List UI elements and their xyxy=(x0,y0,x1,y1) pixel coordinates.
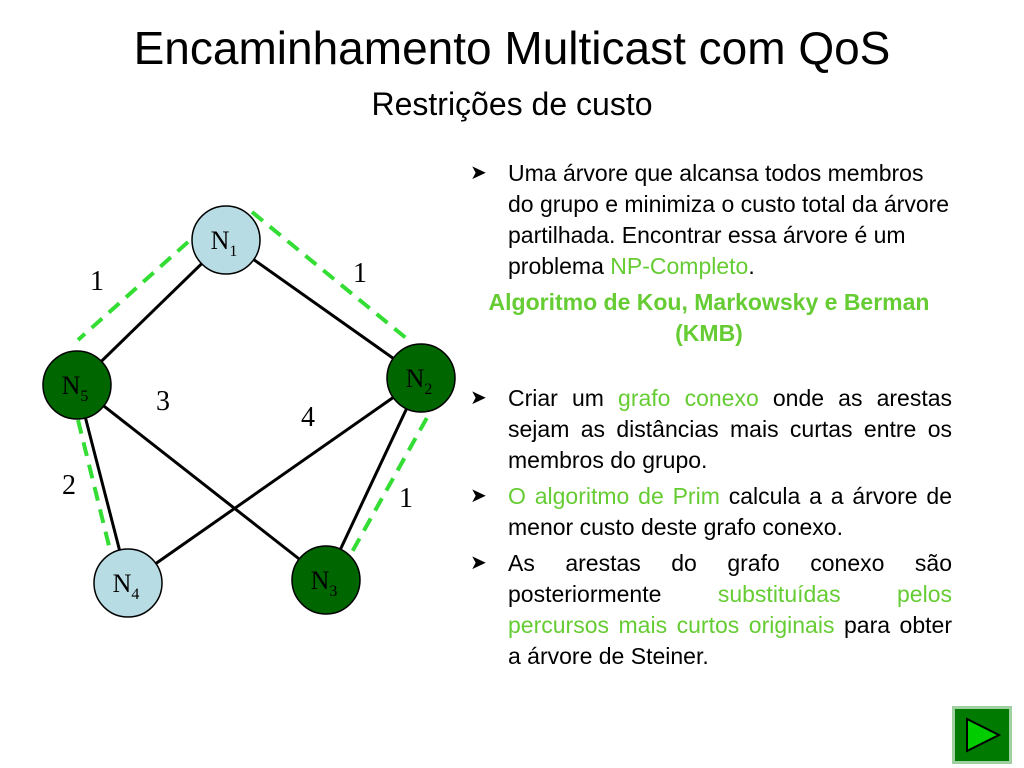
arrow-bullet-icon: ➤ xyxy=(470,552,487,574)
edge-weight-n4-n2: 4 xyxy=(301,402,315,433)
prim-text: O algoritmo de Prim xyxy=(508,483,720,509)
edge-n2-n3 xyxy=(324,377,423,581)
edge-weight-n1-n2: 1 xyxy=(353,258,367,289)
node-n5: N5 xyxy=(42,350,112,420)
bullet-text: . xyxy=(748,253,755,279)
slide-subtitle: Restrições de custo xyxy=(371,86,653,122)
arrow-bullet-icon: ➤ xyxy=(470,387,487,409)
edge-n1-n2 xyxy=(225,238,422,380)
edge-weight-n5-n3: 3 xyxy=(156,386,170,417)
next-slide-button[interactable] xyxy=(952,706,1012,764)
highlight-path-n5-n4 xyxy=(76,419,112,551)
node-n4: N4 xyxy=(93,548,163,618)
algorithm-heading: Algoritmo de Kou, Markowsky e Berman (KM… xyxy=(488,289,930,346)
edge-weight-n5-n4: 2 xyxy=(62,470,76,501)
bullet-text: calcula a a árvore de menor custo deste … xyxy=(508,483,952,540)
highlight-path-n1-n2 xyxy=(250,210,408,340)
np-completo-text: NP-Completo xyxy=(610,253,749,279)
node-label: N5 xyxy=(62,371,89,405)
slide-title: Encaminhamento Multicast com QoS xyxy=(133,22,891,74)
play-triangle-icon xyxy=(966,717,1001,753)
bullet-prim: ➤ O algoritmo de Prim calcula a a árvore… xyxy=(466,481,952,543)
highlight-path-n2-n3 xyxy=(350,397,440,553)
bullet-grafo-conexo: ➤ Criar um grafo conexo onde as arestas … xyxy=(466,383,952,476)
highlight-path-n1-n5 xyxy=(76,240,190,342)
edge-n5-n3 xyxy=(76,383,327,582)
edge-weight-n1-n5: 1 xyxy=(90,266,104,297)
node-n1: N1 xyxy=(191,205,261,275)
node-n3: N3 xyxy=(291,545,361,615)
substituidas-text: substituídas pelos percursos mais curtos… xyxy=(508,581,952,638)
bullet-kmb-intro: ➤ Uma árvore que alcansa todos membros d… xyxy=(466,158,952,282)
arrow-bullet-icon: ➤ xyxy=(470,485,487,507)
bullet-text: Uma árvore que alcansa todos membros do … xyxy=(508,160,950,279)
arrow-bullet-icon: ➤ xyxy=(470,162,487,184)
bullet-steiner: ➤ As arestas do grafo conexo são posteri… xyxy=(466,548,952,672)
grafo-conexo-text: grafo conexo xyxy=(618,385,759,411)
text-panel: ➤ Uma árvore que alcansa todos membros d… xyxy=(466,158,952,672)
bullet-text: para obter a árvore de Steiner. xyxy=(508,612,952,669)
edge-weight-n2-n3: 1 xyxy=(399,483,413,514)
bullet-text: Criar um xyxy=(508,385,619,411)
node-n2: N2 xyxy=(386,343,456,413)
bullet-text: As arestas do grafo conexo são posterior… xyxy=(508,550,952,607)
bullet-text: onde as arestas sejam as distâncias mais… xyxy=(508,385,952,473)
edge-n4-n2 xyxy=(127,376,422,585)
